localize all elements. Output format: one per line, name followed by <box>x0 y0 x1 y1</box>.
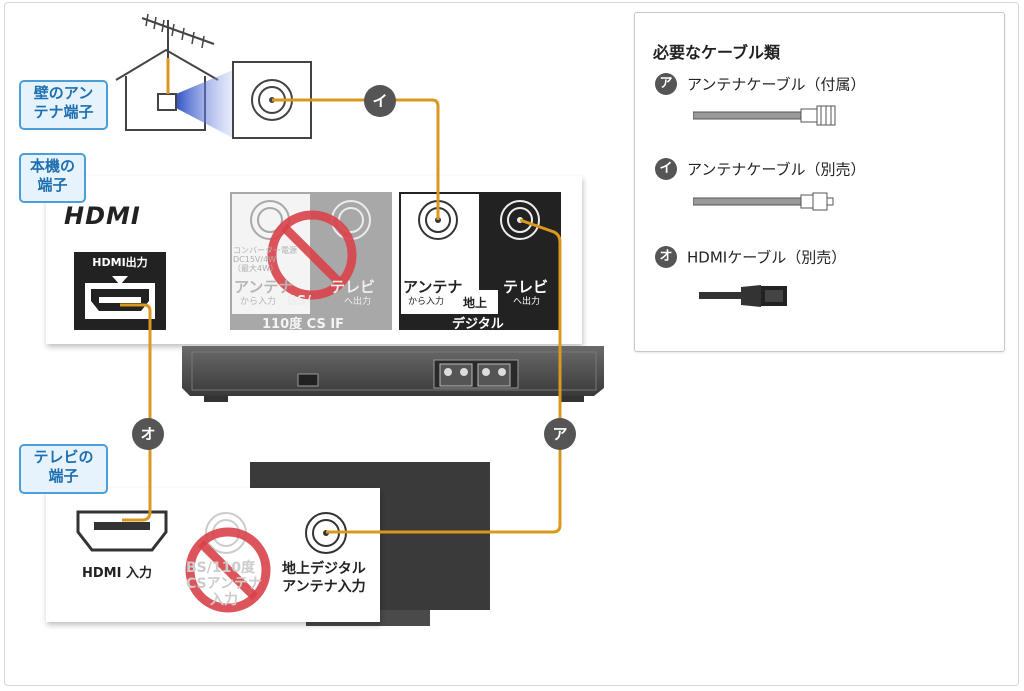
converter-power-label: コンバーター電源 DC15V/4W （最大4W） <box>233 246 297 273</box>
tv-terminal-tag: テレビの 端子 <box>19 444 108 494</box>
content-frame <box>4 2 1019 686</box>
device-terminal-tag-line1: 本機の <box>29 157 75 175</box>
cable-o <box>120 303 152 522</box>
tv-terr-line1: 地上デジタル <box>282 561 366 577</box>
device-terminal-tag-line2: 端子 <box>37 176 68 194</box>
legend-item-label: HDMIケーブル（別売） <box>687 248 847 267</box>
bs-antenna-sublabel: から入力 <box>240 297 277 307</box>
terr-name-line1: 地上 <box>463 296 488 310</box>
terr-tv-label: テレビ <box>503 278 549 296</box>
terr-name-line2: デジタル <box>452 317 504 332</box>
badge-i-icon <box>364 85 396 117</box>
bs-name-line2: 110度 CS IF <box>262 317 345 332</box>
cable-i <box>272 98 440 220</box>
legend-item-hdmi-cable: オ HDMIケーブル（別売） <box>655 246 846 268</box>
legend-item-label: アンテナケーブル（付属） <box>687 75 866 94</box>
antenna-cable-separate-icon <box>693 192 834 211</box>
badge-a-icon: ア <box>655 73 677 95</box>
tv-terminal-tag-line1: テレビの <box>33 448 94 466</box>
legend-title: 必要なケーブル類 <box>653 43 781 62</box>
hdmi-output-label: HDMI出力 <box>92 256 148 269</box>
antenna-cable-included-icon <box>693 105 836 126</box>
legend-item-antenna-cable-included: アアンテナケーブル（付属） <box>655 73 866 95</box>
badge-a-icon <box>544 418 576 450</box>
legend-item-label: アンテナケーブル（別売） <box>687 160 866 179</box>
bs-tv-label: テレビ <box>330 278 376 296</box>
terr-tv-sublabel: へ出力 <box>513 297 541 307</box>
tv-bs-line3: 入力 <box>210 592 238 608</box>
bs-name-line1: BS/ <box>287 294 312 309</box>
tv-hdmi-input-label: HDMI 入力 <box>82 566 152 581</box>
cable-a <box>326 218 562 534</box>
tv-bs-input-label: BS/110度 CSアンテナ 入力 <box>186 560 262 608</box>
badge-o-label: オ <box>140 425 156 443</box>
converter-line-1: コンバーター電源 <box>233 246 297 255</box>
recorder-body <box>182 346 604 402</box>
hdmi-logo: HDMI <box>64 202 141 230</box>
converter-line-2: DC15V/4W <box>233 255 277 264</box>
house-antenna-illustration <box>115 13 233 138</box>
wall-terminal-tag-line2: テナ端子 <box>33 103 94 121</box>
badge-o-icon: オ <box>655 246 677 268</box>
converter-line-3: （最大4W） <box>233 264 278 273</box>
badge-i-icon: イ <box>655 158 677 180</box>
cables <box>120 98 562 534</box>
prohibited-bs-tv-icon <box>185 527 271 613</box>
tv-terminal-tag-line2: 端子 <box>48 467 79 485</box>
terr-antenna-label: アンテナ <box>403 278 463 296</box>
bs-tv-sublabel: へ出力 <box>344 297 372 307</box>
device-terminal-tag: 本機の 端子 <box>19 153 86 203</box>
badge-a-label: ア <box>552 425 568 443</box>
tv-terr-line2: アンテナ入力 <box>282 579 366 595</box>
tv-terrestrial-input-label: 地上デジタル アンテナ入力 <box>282 560 366 596</box>
tv-bs-line1: BS/110度 <box>186 560 256 576</box>
wall-terminal-tag-line1: 壁のアン <box>33 84 94 102</box>
badge-o-icon <box>132 418 164 450</box>
badge-i-label: イ <box>372 92 388 110</box>
cable-legend: 必要なケーブル類 アアンテナケーブル（付属） イアンテナケーブル（別売） オ HD… <box>634 12 1005 352</box>
legend-item-antenna-cable-separate: イアンテナケーブル（別売） <box>655 158 866 180</box>
prohibited-bs-device-icon <box>267 210 357 300</box>
terr-antenna-sublabel: から入力 <box>408 297 445 307</box>
tv-bs-line2: CSアンテナ <box>186 576 263 592</box>
bs-antenna-label: アンテナ <box>234 278 294 296</box>
device-back-panel <box>46 176 582 344</box>
hdmi-cable-icon <box>699 285 787 307</box>
wall-terminal-tag: 壁のアン テナ端子 <box>19 80 108 130</box>
